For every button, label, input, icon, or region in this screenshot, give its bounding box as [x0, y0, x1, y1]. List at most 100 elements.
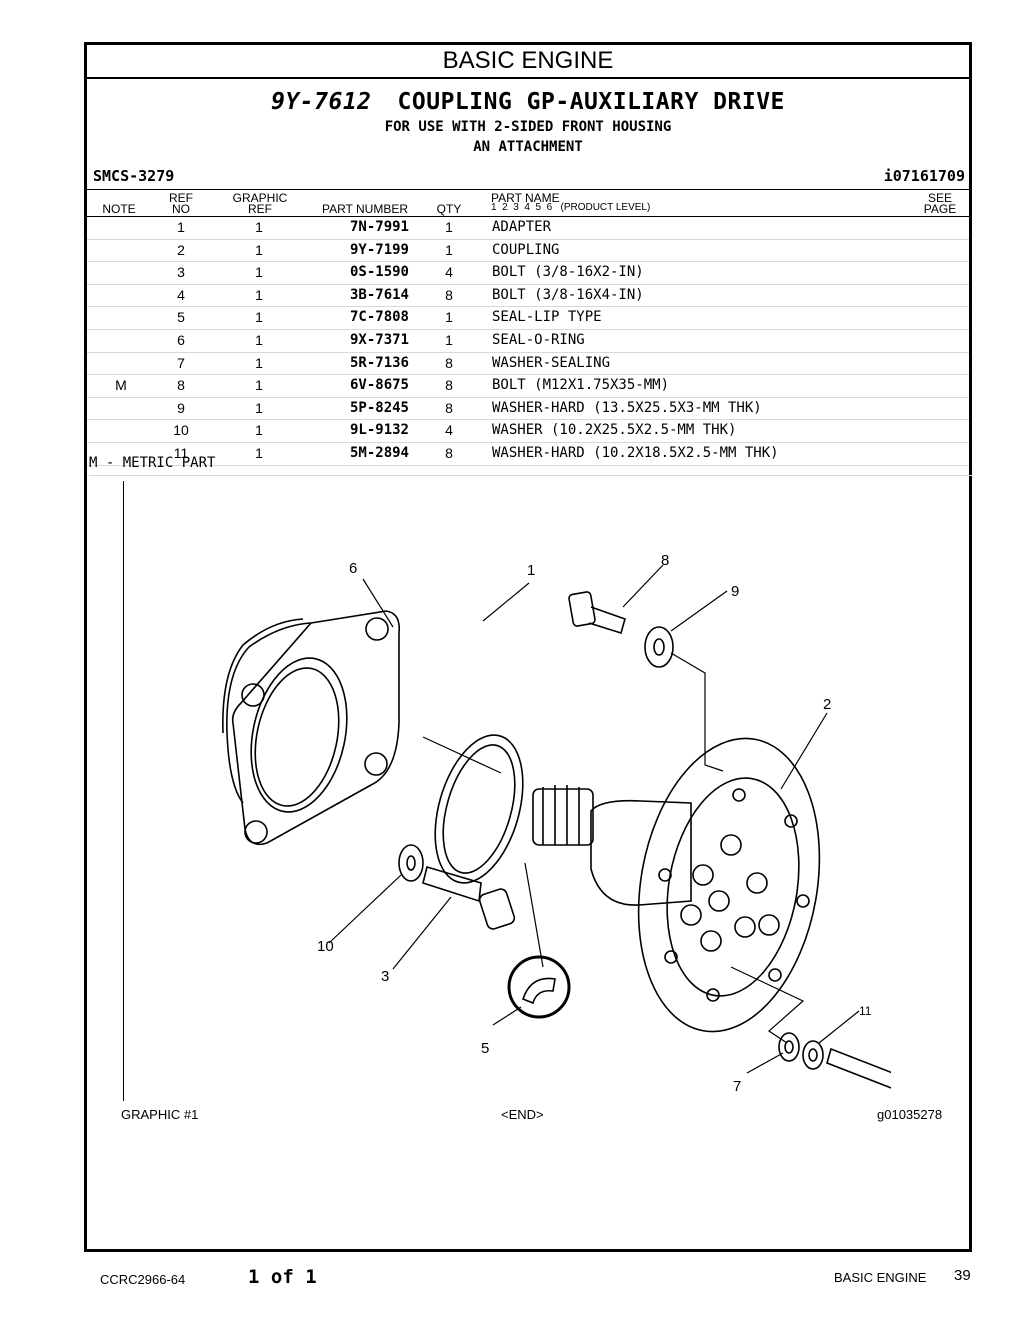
callout-7: 7: [733, 1078, 741, 1095]
bolt-4-drawing: [826, 1047, 891, 1089]
table-row: 10 1 9L-9132 4 WASHER (10.2X25.5X2.5-MM …: [87, 420, 969, 443]
row-part-number[interactable]: 3B-7614: [349, 286, 409, 303]
row-part-number[interactable]: 9X-7371: [349, 331, 409, 348]
table-row: 11 1 5M-2894 8 WASHER-HARD (10.2X18.5X2.…: [87, 443, 969, 466]
washer-11-drawing: [802, 1040, 824, 1070]
col-part-number: PART NUMBER: [321, 202, 408, 216]
row-part-name: WASHER-HARD (10.2X18.5X2.5-MM THK): [492, 444, 779, 461]
subtitle-2: AN ATTACHMENT: [473, 139, 583, 155]
washer-10-drawing: [398, 844, 424, 882]
callout-8: 8: [661, 552, 669, 569]
row-ref: 2: [177, 241, 185, 258]
row-part-number[interactable]: 7C-7808: [349, 309, 409, 326]
row-qty: 4: [445, 422, 453, 439]
row-part-name: BOLT (3/8-16X4-IN): [492, 286, 644, 303]
table-row: 1 1 7N-7991 1 ADAPTER: [87, 217, 969, 240]
lip-seal-detail-drawing: [507, 955, 571, 1019]
row-graphic-ref: 1: [255, 286, 263, 303]
exploded-view-drawing: 6 1 8 9 2 10 3 5 11 4 7: [222, 552, 891, 1095]
table-row: 4 1 3B-7614 8 BOLT (3/8-16X4-IN): [87, 285, 969, 308]
row-part-number[interactable]: 6V-8675: [349, 377, 409, 394]
row-part-name: SEAL-LIP TYPE: [492, 309, 602, 326]
col-ref-2: NO: [172, 202, 190, 216]
row-part-number[interactable]: 9L-9132: [349, 422, 409, 439]
col-note: NOTE: [102, 202, 136, 216]
row-part-name: WASHER (10.2X25.5X2.5-MM THK): [492, 422, 737, 439]
row-ref: 3: [177, 264, 185, 281]
footer-section: BASIC ENGINE: [834, 1270, 927, 1285]
callout-5: 5: [481, 1040, 489, 1057]
row-graphic-ref: 1: [255, 241, 263, 258]
row-qty: 1: [445, 219, 453, 235]
graphic-end-marker: <END>: [501, 1107, 544, 1122]
row-part-number[interactable]: 5R-7136: [349, 354, 409, 371]
smcs-code: SMCS-3279: [93, 167, 175, 185]
callout-3: 3: [381, 968, 389, 985]
row-ref: 7: [177, 354, 185, 371]
row-part-number[interactable]: 5P-8245: [349, 399, 409, 416]
footer-page-number: 39: [954, 1267, 971, 1284]
col-ref-1: REF: [169, 191, 193, 205]
row-part-name: WASHER-SEALING: [492, 354, 611, 371]
row-graphic-ref: 1: [255, 354, 263, 371]
table-row: 6 1 9X-7371 1 SEAL-O-RING: [87, 330, 969, 353]
row-graphic-ref: 1: [255, 399, 263, 416]
o-ring-drawing: [434, 734, 524, 884]
row-graphic-ref: 1: [255, 309, 263, 326]
row-part-name: WASHER-HARD (13.5X25.5X3-MM THK): [492, 399, 762, 416]
callout-11: 11: [859, 1004, 872, 1018]
leader-lines: [328, 564, 860, 1074]
row-note: M: [115, 377, 127, 394]
row-qty: 1: [445, 241, 453, 258]
graphic-id: g01035278: [877, 1107, 943, 1122]
bolt-3-drawing: [422, 865, 516, 930]
metric-part-note: M - METRIC PART: [89, 455, 973, 476]
table-row: 5 1 7C-7808 1 SEAL-LIP TYPE: [87, 307, 969, 330]
col-gref-1: GRAPHIC: [232, 191, 288, 205]
row-graphic-ref: 1: [255, 444, 263, 461]
washer-7-drawing: [778, 1032, 800, 1062]
callout-1: 1: [527, 562, 535, 579]
row-part-number[interactable]: 9Y-7199: [349, 241, 409, 258]
row-part-number[interactable]: 5M-2894: [349, 444, 409, 461]
row-part-name: COUPLING: [492, 241, 560, 258]
row-part-name: BOLT (3/8-16X2-IN): [492, 264, 644, 281]
callout-10: 10: [317, 938, 334, 955]
graphic-label: GRAPHIC #1: [121, 1107, 199, 1122]
title-part-name: COUPLING GP-AUXILIARY DRIVE: [397, 89, 785, 115]
graphic-margin-rule: [123, 481, 127, 1101]
row-part-number[interactable]: 7N-7991: [349, 219, 409, 235]
section-header: BASIC ENGINE: [87, 45, 969, 79]
row-graphic-ref: 1: [255, 264, 263, 281]
row-part-name: BOLT (M12X1.75X35-MM): [492, 377, 670, 394]
bolt-8-drawing: [568, 591, 626, 635]
info-id: i07161709: [883, 167, 965, 185]
parts-table: 1 1 7N-7991 1 ADAPTER 2 1 9Y-7199 1 COUP…: [87, 217, 969, 466]
row-ref: 5: [177, 309, 185, 326]
column-header: NOTE REF NO GRAPHIC REF PART NUMBER QTY …: [87, 189, 969, 217]
row-graphic-ref: 1: [255, 331, 263, 348]
row-ref: 4: [177, 286, 185, 303]
row-ref: 10: [173, 422, 189, 439]
row-qty: 1: [445, 309, 453, 326]
table-row: 3 1 0S-1590 4 BOLT (3/8-16X2-IN): [87, 262, 969, 285]
row-graphic-ref: 1: [255, 422, 263, 439]
col-see-2: PAGE: [923, 202, 957, 216]
row-ref: 11: [173, 444, 189, 461]
col-part-name: PART NAME: [491, 191, 560, 205]
row-part-name: SEAL-O-RING: [492, 331, 585, 348]
col-qty: QTY: [436, 202, 462, 216]
adapter-drawing: [222, 610, 401, 846]
callout-6: 6: [349, 560, 357, 577]
table-row: 7 1 5R-7136 8 WASHER-SEALING: [87, 353, 969, 376]
col-gref-2: REF: [248, 202, 272, 216]
row-part-name: ADAPTER: [492, 219, 552, 235]
row-qty: 8: [445, 354, 453, 371]
row-graphic-ref: 1: [255, 377, 263, 394]
row-qty: 4: [445, 264, 453, 281]
row-ref: 8: [177, 377, 185, 394]
row-ref: 9: [177, 399, 185, 416]
footer-page-count: 1 of 1: [248, 1266, 317, 1288]
row-part-number[interactable]: 0S-1590: [349, 264, 409, 281]
